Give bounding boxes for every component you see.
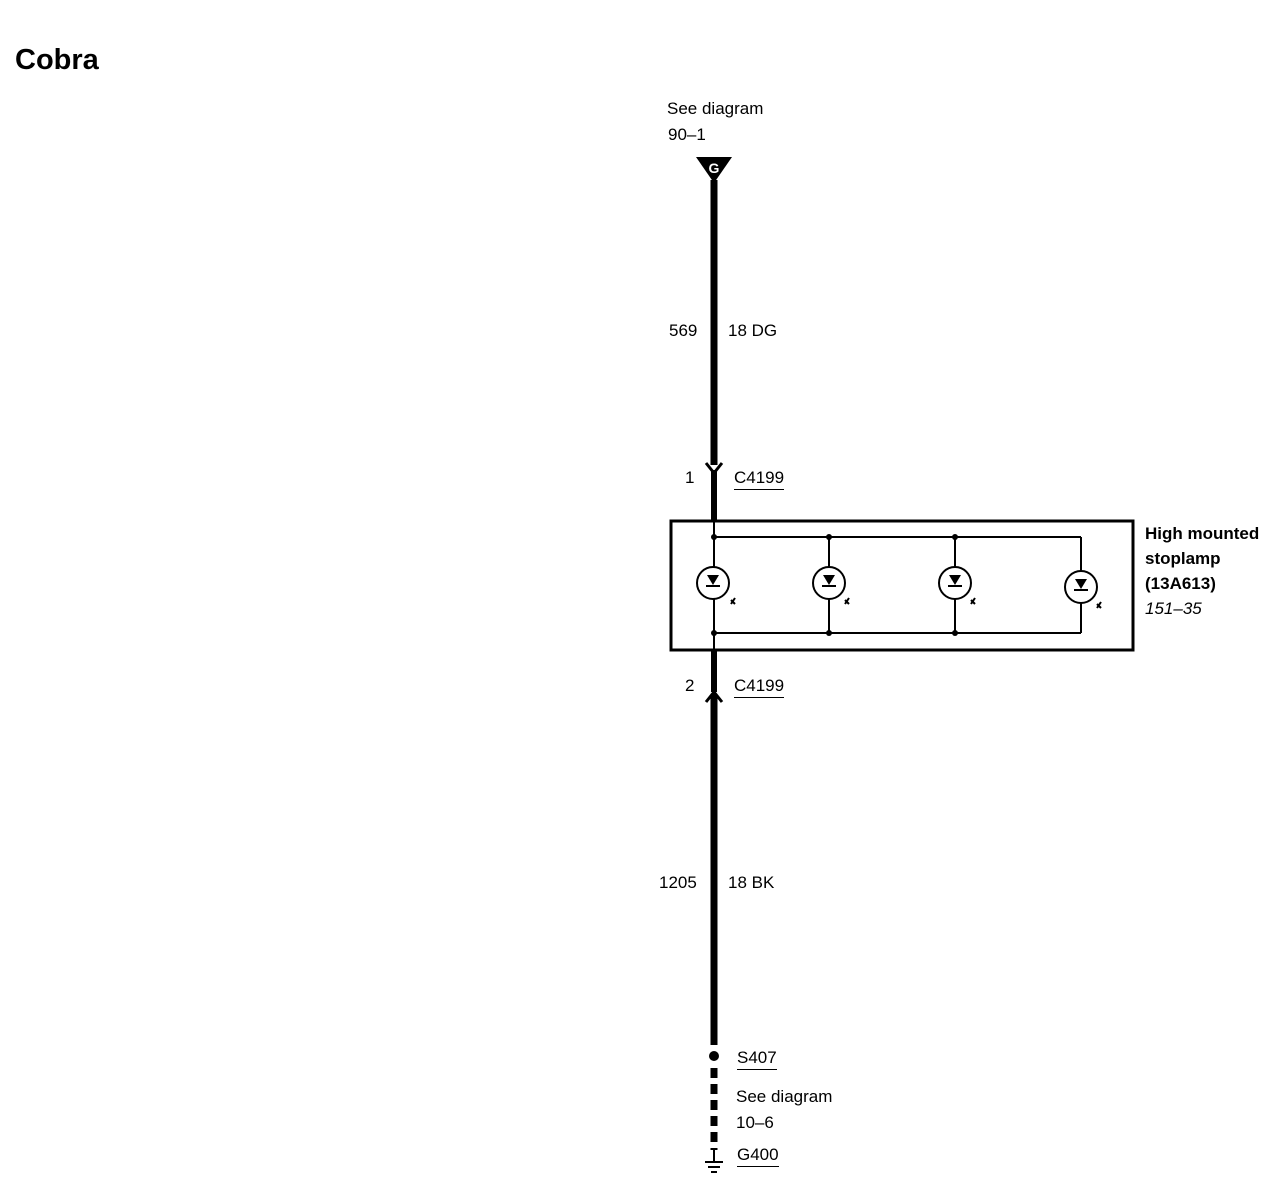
top-ref-label: See diagram [667, 99, 764, 118]
led-1 [696, 534, 736, 636]
connector-g-triangle [696, 157, 732, 183]
stoplamp-label: High mounted stoplamp (13A613) 151–35 [1145, 521, 1259, 621]
splice-s407-dot [709, 1051, 719, 1061]
connector-top-pin: 1 [685, 468, 695, 487]
bottom-ref-label: See diagram [736, 1087, 833, 1106]
stoplamp-ref: 151–35 [1145, 599, 1202, 618]
top-ref-page: 90–1 [668, 125, 706, 144]
connector-c4199-pin2-arrow [704, 689, 724, 703]
bottom-ref-page: 10–6 [736, 1113, 774, 1132]
led-3 [938, 534, 976, 636]
ground-name: G400 [737, 1145, 779, 1167]
stoplamp-box [669, 519, 1135, 652]
led-2 [812, 534, 850, 636]
ground-symbol [705, 1150, 723, 1173]
connector-bottom-name: C4199 [734, 676, 785, 698]
wire-569-circuit: 569 [669, 321, 698, 340]
connector-bottom-pin: 2 [685, 676, 695, 695]
wire-1205-circuit: 1205 [659, 873, 697, 892]
connector-top-name: C4199 [734, 468, 785, 490]
wire-1205-gauge: 18 BK [728, 873, 775, 892]
connector-g-letter: G [709, 160, 720, 176]
wire-569-gauge: 18 DG [728, 321, 778, 340]
stoplamp-part-number: (13A613) [1145, 574, 1216, 593]
led-4 [1064, 537, 1102, 633]
splice-name: S407 [737, 1048, 777, 1070]
stoplamp-name-line1: High mounted [1145, 524, 1260, 543]
stoplamp-name-line2: stoplamp [1145, 549, 1221, 568]
page-title: Cobra [15, 44, 99, 76]
